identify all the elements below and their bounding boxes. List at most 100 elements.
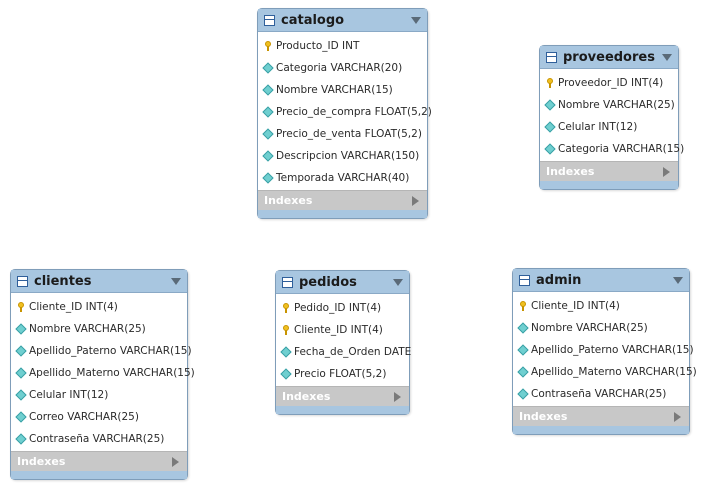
column-diamond-icon — [516, 322, 529, 334]
column-label: Precio_de_venta FLOAT(5,2) — [276, 128, 422, 140]
table-icon — [519, 274, 530, 286]
column-label: Temporada VARCHAR(40) — [276, 172, 410, 184]
column-label: Fecha_de_Orden DATE — [294, 346, 412, 358]
table-header[interactable]: pedidos — [276, 271, 409, 294]
column-row[interactable]: Cliente_ID INT(4) — [11, 296, 187, 318]
table-header[interactable]: proveedores — [540, 46, 678, 69]
column-label: Nombre VARCHAR(25) — [531, 322, 648, 334]
column-label: Apellido_Materno VARCHAR(15) — [29, 367, 195, 379]
column-row[interactable]: Precio_de_compra FLOAT(5,2) — [258, 101, 432, 123]
chevron-down-icon[interactable] — [393, 278, 403, 286]
expand-arrow-icon[interactable] — [412, 195, 419, 206]
indexes-section[interactable]: Indexes — [540, 161, 678, 181]
column-row[interactable]: Cliente_ID INT(4) — [276, 319, 409, 341]
column-list: Proveedor_ID INT(4) Nombre VARCHAR(25) Cel… — [540, 69, 684, 161]
indexes-label: Indexes — [282, 390, 331, 403]
column-diamond-icon — [14, 323, 27, 335]
column-label: Apellido_Paterno VARCHAR(15) — [531, 344, 694, 356]
column-row[interactable]: Descripcion VARCHAR(150) — [258, 145, 427, 167]
column-row[interactable]: Correo VARCHAR(25) — [11, 406, 187, 428]
chevron-down-icon[interactable] — [411, 16, 421, 24]
column-list: Cliente_ID INT(4) Nombre VARCHAR(25) Apell… — [11, 293, 195, 451]
chevron-down-icon[interactable] — [662, 53, 672, 61]
column-row[interactable]: Contraseña VARCHAR(25) — [513, 383, 689, 405]
column-label: Pedido_ID INT(4) — [294, 302, 382, 314]
column-label: Apellido_Materno VARCHAR(15) — [531, 366, 697, 378]
column-diamond-icon — [14, 411, 27, 423]
column-diamond-icon — [279, 346, 292, 358]
table-footer — [513, 426, 689, 434]
column-row[interactable]: Apellido_Paterno VARCHAR(15) — [513, 339, 694, 361]
primary-key-icon — [281, 325, 290, 336]
column-label: Nombre VARCHAR(25) — [558, 99, 675, 111]
expand-arrow-icon[interactable] — [394, 391, 401, 402]
column-row[interactable]: Apellido_Paterno VARCHAR(15) — [11, 340, 192, 362]
column-row[interactable]: Precio_de_venta FLOAT(5,2) — [258, 123, 427, 145]
expand-arrow-icon[interactable] — [172, 456, 179, 467]
column-label: Nombre VARCHAR(15) — [276, 84, 393, 96]
indexes-label: Indexes — [519, 410, 568, 423]
column-diamond-icon — [261, 150, 274, 162]
table-footer — [540, 181, 678, 189]
column-row[interactable]: Fecha_de_Orden DATE — [276, 341, 412, 363]
column-row[interactable]: Apellido_Materno VARCHAR(15) — [513, 361, 697, 383]
indexes-section[interactable]: Indexes — [258, 190, 427, 210]
column-row[interactable]: Contraseña VARCHAR(25) — [11, 428, 187, 450]
expand-arrow-icon[interactable] — [674, 411, 681, 422]
column-row[interactable]: Categoria VARCHAR(20) — [258, 57, 427, 79]
indexes-label: Indexes — [546, 165, 595, 178]
table-title: admin — [536, 272, 582, 288]
indexes-section[interactable]: Indexes — [276, 386, 409, 406]
column-row[interactable]: Nombre VARCHAR(25) — [11, 318, 187, 340]
column-row[interactable]: Nombre VARCHAR(25) — [513, 317, 689, 339]
indexes-section[interactable]: Indexes — [11, 451, 187, 471]
column-row[interactable]: Producto_ID INT — [258, 35, 427, 57]
indexes-section[interactable]: Indexes — [513, 406, 689, 426]
column-label: Contraseña VARCHAR(25) — [29, 433, 165, 445]
column-row[interactable]: Nombre VARCHAR(25) — [540, 94, 678, 116]
column-label: Cliente_ID INT(4) — [294, 324, 383, 336]
table-title: proveedores — [563, 49, 655, 65]
column-row[interactable]: Celular INT(12) — [540, 116, 678, 138]
column-label: Categoria VARCHAR(15) — [558, 143, 685, 155]
column-label: Cliente_ID INT(4) — [531, 300, 620, 312]
column-diamond-icon — [543, 143, 556, 155]
expand-arrow-icon[interactable] — [663, 166, 670, 177]
column-label: Precio_de_compra FLOAT(5,2) — [276, 106, 432, 118]
column-label: Proveedor_ID INT(4) — [558, 77, 664, 89]
table-header[interactable]: admin — [513, 269, 689, 292]
column-diamond-icon — [261, 106, 274, 118]
column-row[interactable]: Proveedor_ID INT(4) — [540, 72, 678, 94]
column-diamond-icon — [279, 368, 292, 380]
primary-key-icon — [16, 302, 25, 313]
column-row[interactable]: Precio FLOAT(5,2) — [276, 363, 409, 385]
column-row[interactable]: Nombre VARCHAR(15) — [258, 79, 427, 101]
column-row[interactable]: Apellido_Materno VARCHAR(15) — [11, 362, 195, 384]
column-diamond-icon — [516, 366, 529, 378]
column-row[interactable]: Celular INT(12) — [11, 384, 187, 406]
chevron-down-icon[interactable] — [673, 276, 683, 284]
column-row[interactable]: Temporada VARCHAR(40) — [258, 167, 427, 189]
column-row[interactable]: Cliente_ID INT(4) — [513, 295, 689, 317]
primary-key-icon — [518, 301, 527, 312]
chevron-down-icon[interactable] — [171, 277, 181, 285]
column-row[interactable]: Pedido_ID INT(4) — [276, 297, 409, 319]
column-diamond-icon — [261, 84, 274, 96]
column-label: Cliente_ID INT(4) — [29, 301, 118, 313]
table-footer — [11, 471, 187, 479]
column-list: Cliente_ID INT(4) Nombre VARCHAR(25) Apell… — [513, 292, 697, 406]
column-row[interactable]: Categoria VARCHAR(15) — [540, 138, 684, 160]
table-header[interactable]: clientes — [11, 270, 187, 293]
table-footer — [276, 406, 409, 414]
table-icon — [17, 275, 28, 287]
table-header[interactable]: catalogo — [258, 9, 427, 32]
column-label: Nombre VARCHAR(25) — [29, 323, 146, 335]
primary-key-icon — [263, 41, 272, 52]
column-label: Contraseña VARCHAR(25) — [531, 388, 667, 400]
